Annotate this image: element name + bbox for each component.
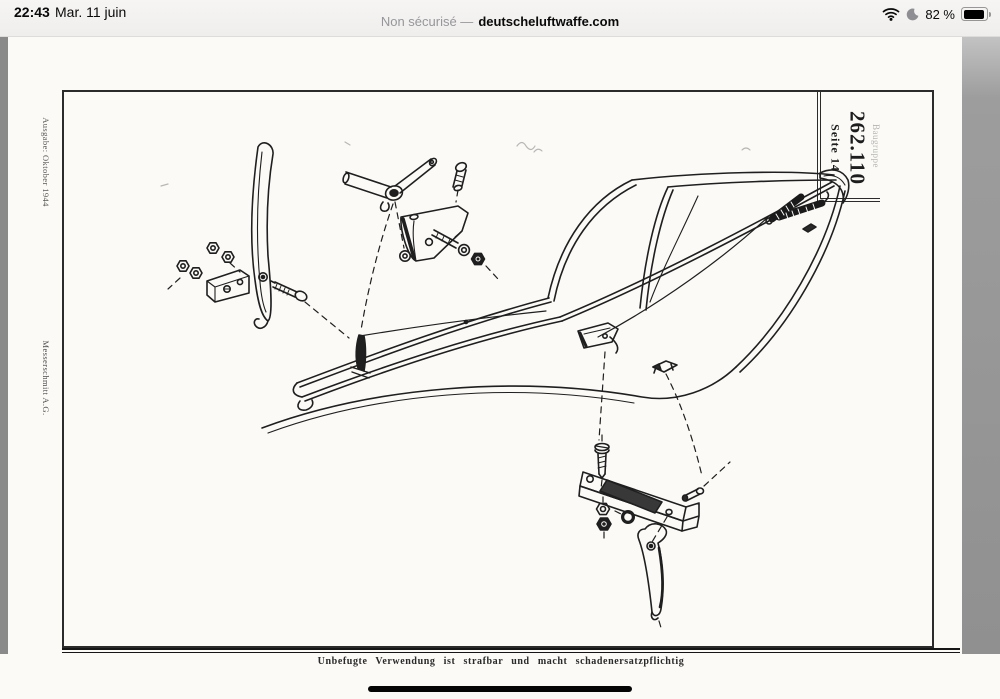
battery-fill xyxy=(963,9,984,19)
latch-bracket-assembly xyxy=(578,434,731,632)
footer-notice: Unbefugte Verwendung ist strafbar und ma… xyxy=(317,656,685,667)
manufacturer-label: Messerschmitt A.G. xyxy=(41,340,51,416)
clip-fitting xyxy=(802,223,817,233)
footer-rule xyxy=(62,648,960,653)
drawing-frame xyxy=(62,90,934,648)
spring xyxy=(765,191,830,225)
status-bar: 22:43 Mar. 11 juin Non sécurisé — deutsch… xyxy=(0,0,1000,37)
home-indicator[interactable] xyxy=(368,686,632,692)
date-label: Mar. 11 juin xyxy=(55,4,127,20)
wifi-icon xyxy=(883,8,900,21)
moon-icon xyxy=(907,8,919,20)
domain-label: deutscheluftwaffe.com xyxy=(478,14,620,29)
clock: 22:43 xyxy=(14,4,50,20)
scan-artifacts xyxy=(160,141,751,187)
rail-lever xyxy=(350,334,371,379)
battery-nub xyxy=(988,11,991,17)
bellcrank-bracket-assembly xyxy=(342,157,499,331)
scan-left-gutter xyxy=(0,36,8,654)
title-block xyxy=(817,92,880,202)
scan-right-gutter xyxy=(962,36,1000,654)
nut-icon xyxy=(176,242,235,279)
handle-lever-assembly xyxy=(167,142,350,339)
canopy-exploded-drawing xyxy=(160,141,850,632)
edition-label: Ausgabe: Oktober 1944 xyxy=(41,117,51,207)
sill-latch xyxy=(577,322,619,354)
manual-page: 262.110 Seite 14 Baugruppe Ausgabe: Okto… xyxy=(8,36,962,699)
canopy-frame xyxy=(261,169,850,477)
web-content-scan-page[interactable]: 262.110 Seite 14 Baugruppe Ausgabe: Okto… xyxy=(0,36,1000,699)
url-bar[interactable]: Non sécurisé — deutscheluftwaffe.com xyxy=(0,14,1000,29)
battery-percent: 82 % xyxy=(925,6,955,22)
security-label: Non sécurisé — xyxy=(380,14,474,29)
battery-icon xyxy=(961,7,991,21)
status-icons: 82 % xyxy=(882,6,991,22)
rear-sill-fitting xyxy=(652,360,678,374)
